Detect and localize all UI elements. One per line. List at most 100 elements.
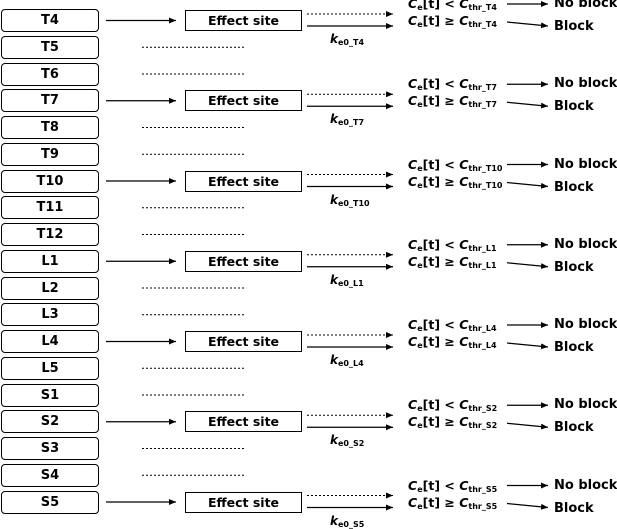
cthr-symbol: C [459,93,469,109]
ce-subscript-text: e [417,484,423,494]
ce-subscript-text: e [417,3,423,12]
block-condition: Ce[t] ≥ Cthr_S5 [408,495,497,515]
no-block-outcome: No block [554,397,617,413]
cthr-subscript: thr_S5 [468,502,497,511]
ce-symbol: C [408,236,418,252]
segment-box-l5: L5 [1,356,99,380]
ke0-rate-label: ke0_T4 [330,32,364,47]
segment-box-t8: T8 [1,116,99,139]
no-block-condition: Ce[t] < Cthr_T7 [408,76,497,96]
cthr-subscript: thr_T7 [468,83,497,92]
ce-symbol: C [408,76,418,92]
block-outcome: Block [554,99,594,115]
segment-box-t7: T7 [1,89,99,113]
block-condition: Ce[t] ≥ Cthr_S2 [408,414,497,434]
cthr-symbol: C [459,76,469,92]
ke-symbol: k [330,32,338,46]
time-argument: [t] [422,93,441,109]
cthr-subscript: thr_T7 [468,100,497,109]
ke-subscript: e0_L1 [338,279,364,288]
cthr-subscript-code: L1 [485,260,497,270]
comparison-operator: < [440,317,460,332]
segment-box-l1: L1 [1,249,99,273]
ke-subscript: e0_T4 [338,38,364,47]
ke-subscript-code: S5 [352,519,365,529]
no-block-outcome: No block [554,0,617,11]
ce-subscript-text: e [417,163,423,173]
comparison-operator: ≥ [440,13,460,28]
cthr-subscript-code: S2 [485,404,498,414]
ce-subscript: e [417,421,422,430]
ke-subscript: e0_S2 [338,439,364,448]
ke0-rate-label: ke0_S5 [330,514,364,529]
cthr-subscript-prefix: thr_ [468,180,486,190]
cthr-subscript: thr_L1 [468,244,496,253]
cthr-subscript-code: T7 [485,100,497,110]
ce-subscript-text: e [417,260,423,270]
cthr-subscript-code: L4 [485,324,497,333]
segment-box-l2: L2 [1,276,99,300]
ce-subscript: e [417,164,422,173]
cthr-symbol: C [459,414,469,430]
ce-subscript: e [417,404,422,413]
block-outcome-arrow [506,181,549,189]
no-block-condition: Ce[t] < Cthr_S2 [408,397,497,417]
block-outcome-arrow [506,502,549,510]
comparison-operator: < [440,477,460,493]
time-argument: [t] [422,334,441,349]
block-condition: Ce[t] ≥ Cthr_T10 [408,174,502,194]
block-outcome: Block [554,259,594,275]
segment-box-t4: T4 [1,9,99,32]
time-argument: [t] [422,0,441,11]
time-argument: [t] [422,414,441,430]
ke-subscript-code: L4 [352,359,364,368]
time-argument: [t] [422,236,441,252]
ke-symbol: k [330,112,338,127]
cthr-subscript: thr_T4 [468,20,497,29]
time-argument: [t] [422,317,441,332]
segment-box-s1: S1 [1,383,99,407]
segment-box-l4: L4 [1,330,99,353]
ke0-rate-label: ke0_T7 [330,112,364,127]
cthr-subscript-code: S5 [485,484,498,494]
no-block-outcome: No block [554,76,617,92]
block-outcome-arrow [506,101,549,109]
block-outcome-arrow [506,342,549,350]
block-outcome-arrow [506,262,549,270]
ce-subscript-text: e [417,404,423,414]
cthr-subscript-prefix: thr_ [468,501,486,511]
block-outcome-arrow [506,422,549,430]
block-outcome: Block [554,500,594,516]
comparison-operator: ≥ [440,334,460,349]
ke-subscript-code: T7 [352,118,365,128]
block-outcome: Block [554,179,594,195]
comparison-operator: ≥ [440,253,460,269]
ce-symbol: C [408,13,418,28]
time-argument: [t] [422,13,441,28]
ke-symbol: k [330,433,338,448]
cthr-subscript-prefix: thr_ [468,20,486,29]
cthr-symbol: C [459,334,469,349]
comparison-operator: < [440,0,460,11]
ce-subscript-text: e [417,501,423,511]
cthr-subscript-prefix: thr_ [468,3,486,12]
no-block-condition: Ce[t] < Cthr_S5 [408,478,497,498]
ce-symbol: C [408,477,418,493]
ke0-rate-label: ke0_T10 [330,193,370,208]
block-outcome: Block [554,340,594,355]
cthr-subscript: thr_L4 [468,324,496,333]
time-argument: [t] [422,173,441,189]
ce-symbol: C [408,397,418,413]
cthr-subscript-prefix: thr_ [468,421,486,431]
ke-subscript-prefix: e0_ [337,278,353,288]
no-block-outcome: No block [554,317,617,332]
ke-subscript: e0_S5 [338,520,364,529]
cthr-subscript: thr_S5 [468,485,497,494]
comparison-operator: ≥ [440,93,460,109]
effect-site-box: Effect site [185,411,302,433]
ce-subscript: e [417,83,422,92]
cthr-subscript-code: T4 [485,20,497,29]
cthr-subscript-code: T10 [485,180,503,190]
ce-subscript-text: e [417,324,423,333]
